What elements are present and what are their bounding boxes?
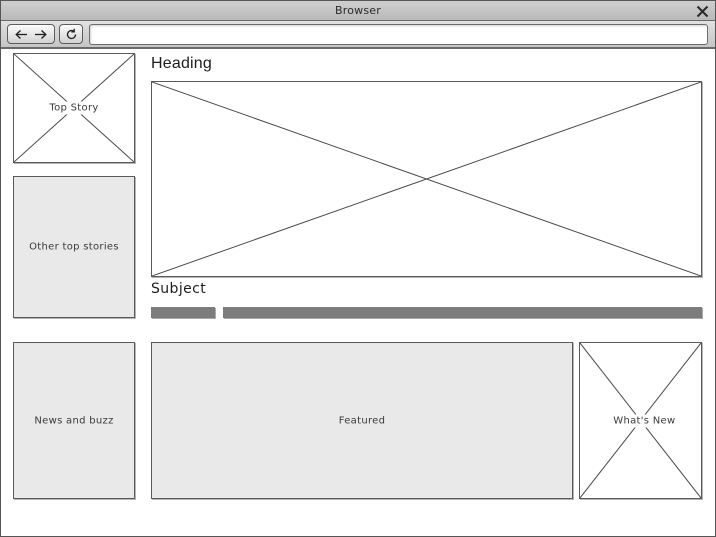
image-cross-icon [14,54,134,162]
placeholder-whats-new[interactable]: What's New [579,342,702,499]
window-title: Browser [335,4,381,17]
placeholder-news-and-buzz[interactable]: News and buzz [13,342,135,499]
address-bar[interactable] [89,23,708,45]
placeholder-featured[interactable]: Featured [151,342,573,499]
title-bar: Browser [1,1,715,21]
browser-toolbar [1,21,715,49]
arrow-right-icon[interactable] [34,29,47,40]
arrow-left-icon[interactable] [15,29,28,40]
placeholder-featured-label: Featured [338,415,386,426]
reload-icon [65,28,78,41]
address-input[interactable] [95,27,702,41]
page-heading: Heading [151,55,213,72]
placeholder-other-top-stories[interactable]: Other top stories [13,176,135,318]
subject-heading: Subject [151,281,207,297]
image-cross-icon [580,343,701,498]
image-cross-icon [152,82,701,276]
page-viewport: Top Story Other top stories News and buz… [1,49,715,536]
close-button[interactable] [693,2,711,20]
text-placeholder-bar-long [223,307,702,318]
placeholder-other-top-stories-label: Other top stories [29,241,119,253]
placeholder-hero-image[interactable] [151,81,702,277]
navigation-buttons[interactable] [7,24,55,44]
reload-button[interactable] [59,24,83,44]
close-icon [696,5,709,18]
placeholder-top-story[interactable]: Top Story [13,53,135,163]
text-placeholder-bar-short [151,307,215,318]
placeholder-news-and-buzz-label: News and buzz [34,415,114,426]
